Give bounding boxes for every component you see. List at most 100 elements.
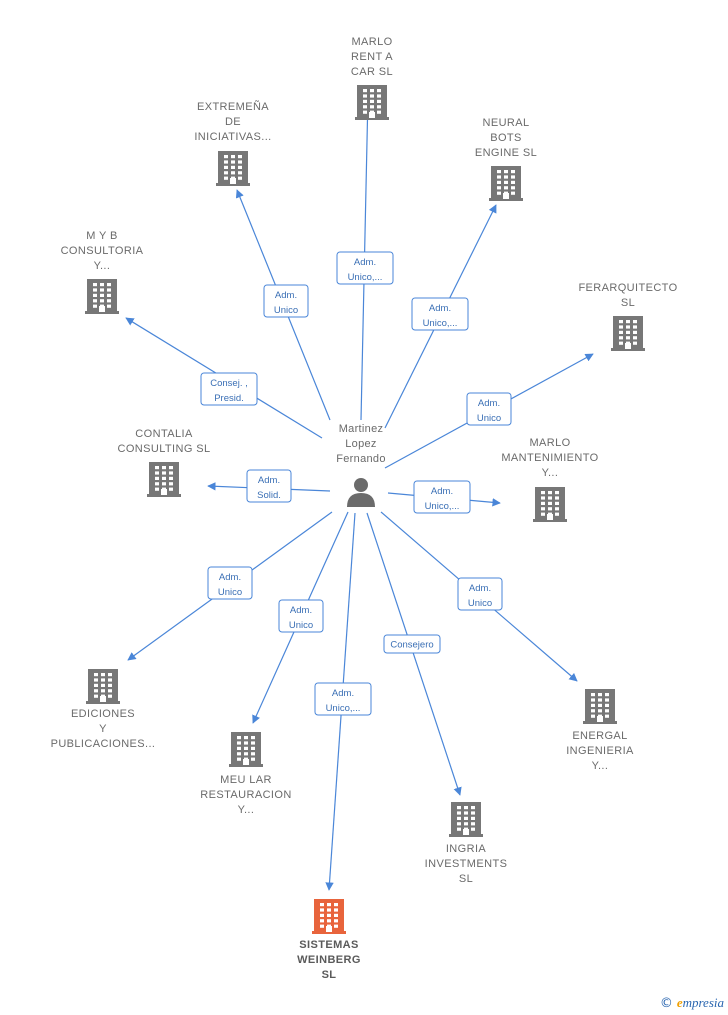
building-icon-marlo-mantenimiento[interactable] xyxy=(533,487,567,522)
company-label-contalia-line: CONTALIA xyxy=(135,428,193,440)
relation-text-marlo-rent: Adm. Unico,... xyxy=(348,257,383,283)
building-icon-energal[interactable] xyxy=(583,689,617,724)
company-label-neural-bots-line: ENGINE SL xyxy=(475,147,537,159)
company-label-myb-consultoria-line: M Y B xyxy=(86,230,118,242)
relation-text-line: Unico xyxy=(289,620,313,631)
building-icon-sistemas-weinberg[interactable] xyxy=(312,899,346,934)
building-icon-extremena[interactable] xyxy=(216,151,250,186)
company-label-meu-lar-line: Y... xyxy=(238,804,255,816)
relation-label-ediciones[interactable]: Adm.Unico xyxy=(207,566,253,600)
building-icon-meu-lar[interactable] xyxy=(229,732,263,767)
copyright-symbol: © xyxy=(659,996,673,1011)
relation-label-marlo-rent[interactable]: Adm. Unico,... xyxy=(336,251,394,285)
relation-text-neural-bots: Adm. Unico,... xyxy=(423,303,458,329)
company-label-meu-lar-line: MEU LAR xyxy=(220,774,272,786)
company-label-marlo-rent-line: RENT A xyxy=(351,51,393,63)
company-label-myb-consultoria-line: Y... xyxy=(94,260,111,272)
building-icon-ediciones[interactable] xyxy=(86,669,120,704)
person-name-label-line: Fernando xyxy=(336,453,386,465)
company-label-ediciones-line: EDICIONES xyxy=(71,708,135,720)
company-label-meu-lar-line: RESTAURACION xyxy=(200,789,291,801)
relation-text-sistemas-weinberg: Adm.Unico,... xyxy=(326,688,361,714)
company-label-sistemas-weinberg: SISTEMAS WEINBERG SL xyxy=(297,939,361,981)
relation-text-line: Unico,... xyxy=(326,703,361,714)
relation-text-line: Presid. xyxy=(214,393,244,404)
company-label-marlo-rent-line: MARLO xyxy=(351,36,392,48)
relation-label-marlo-mantenimiento[interactable]: Adm. Unico,... xyxy=(413,480,471,514)
relation-text-line: Adm. xyxy=(478,398,500,409)
relation-text-line: Adm. xyxy=(429,303,451,314)
brand-name: mpresia xyxy=(682,995,724,1010)
relation-text-ingria: Consejero xyxy=(390,640,433,651)
company-label-extremena-line: EXTREMEÑA xyxy=(197,100,269,113)
building-icon-marlo-rent[interactable] xyxy=(355,85,389,120)
company-label-ingria-line: INGRIA xyxy=(446,843,487,855)
relation-text-ediciones: Adm.Unico xyxy=(218,572,242,598)
relation-label-ferarquitecto[interactable]: Adm. Unico xyxy=(466,392,512,426)
relation-label-contalia[interactable]: Adm.Solid. xyxy=(246,469,292,503)
company-label-meu-lar: MEU LAR RESTAURACION Y... xyxy=(200,774,291,816)
company-label-neural-bots-line: BOTS xyxy=(490,132,522,144)
relation-text-ferarquitecto: Adm. Unico xyxy=(477,398,501,424)
company-label-contalia: CONTALIA CONSULTING SL xyxy=(117,428,210,455)
relation-label-energal[interactable]: Adm.Unico xyxy=(457,577,503,611)
company-label-extremena: EXTREMEÑA DE INICIATIVAS... xyxy=(194,100,271,143)
edges-layer xyxy=(125,94,594,891)
relation-text-line: Adm. xyxy=(290,605,312,616)
relation-label-meu-lar[interactable]: Adm. Unico xyxy=(278,599,324,633)
relation-label-extremena[interactable]: Adm.Unico xyxy=(263,284,309,318)
relation-text-line: Unico,... xyxy=(425,501,460,512)
company-label-ferarquitecto-line: FERARQUITECTO xyxy=(578,282,677,294)
company-label-energal-line: Y... xyxy=(592,760,609,772)
edge-ingria xyxy=(366,512,462,796)
relation-text-line: Consejero xyxy=(390,640,433,651)
company-label-extremena-line: INICIATIVAS... xyxy=(194,131,271,143)
company-label-sistemas-weinberg-line: SL xyxy=(322,969,337,981)
company-label-sistemas-weinberg-line: SISTEMAS xyxy=(299,939,358,951)
relation-text-line: Unico xyxy=(274,305,298,316)
relation-text-line: Unico xyxy=(468,598,492,609)
building-icon-ferarquitecto[interactable] xyxy=(611,316,645,351)
company-label-neural-bots: NEURAL BOTS ENGINE SL xyxy=(475,117,537,159)
relation-label-neural-bots[interactable]: Adm. Unico,... xyxy=(411,297,469,331)
building-icon-ingria[interactable] xyxy=(449,802,483,837)
company-label-ingria-line: SL xyxy=(459,873,473,885)
company-label-contalia-line: CONSULTING SL xyxy=(117,443,210,455)
relation-text-line: Unico,... xyxy=(348,272,383,283)
company-label-ingria: INGRIA INVESTMENTS SL xyxy=(425,843,508,885)
relation-text-line: Adm. xyxy=(354,257,376,268)
building-icon-myb-consultoria[interactable] xyxy=(85,279,119,314)
company-label-ediciones-line: PUBLICACIONES... xyxy=(51,738,156,750)
company-label-sistemas-weinberg-line: WEINBERG xyxy=(297,954,361,966)
relation-text-myb-consultoria: Consej. ,Presid. xyxy=(210,378,248,404)
relation-text-line: Unico xyxy=(477,413,501,424)
relation-text-meu-lar: Adm. Unico xyxy=(289,605,313,631)
company-label-extremena-line: DE xyxy=(225,116,241,128)
empresia-watermark[interactable]: ©empresia xyxy=(660,995,724,1011)
company-label-myb-consultoria-line: CONSULTORIA xyxy=(61,245,144,257)
person-name-label-line: Martinez xyxy=(339,423,384,435)
relation-label-ingria[interactable]: Consejero xyxy=(383,634,441,654)
building-icon-contalia[interactable] xyxy=(147,462,181,497)
relation-text-line: Unico,... xyxy=(423,318,458,329)
company-label-marlo-rent-line: CAR SL xyxy=(351,66,393,78)
company-label-ingria-line: INVESTMENTS xyxy=(425,858,508,870)
relation-label-myb-consultoria[interactable]: Consej. ,Presid. xyxy=(200,372,258,406)
company-label-neural-bots-line: NEURAL xyxy=(482,117,529,129)
building-icon-neural-bots[interactable] xyxy=(489,166,523,201)
relation-text-line: Unico xyxy=(218,587,242,598)
relation-text-line: Adm. xyxy=(431,486,453,497)
relation-label-sistemas-weinberg[interactable]: Adm.Unico,... xyxy=(314,682,372,716)
company-label-energal-line: INGENIERIA xyxy=(566,745,634,757)
brand-initial: e xyxy=(676,995,683,1010)
person-icon[interactable] xyxy=(347,478,375,507)
relation-text-contalia: Adm.Solid. xyxy=(257,475,281,501)
